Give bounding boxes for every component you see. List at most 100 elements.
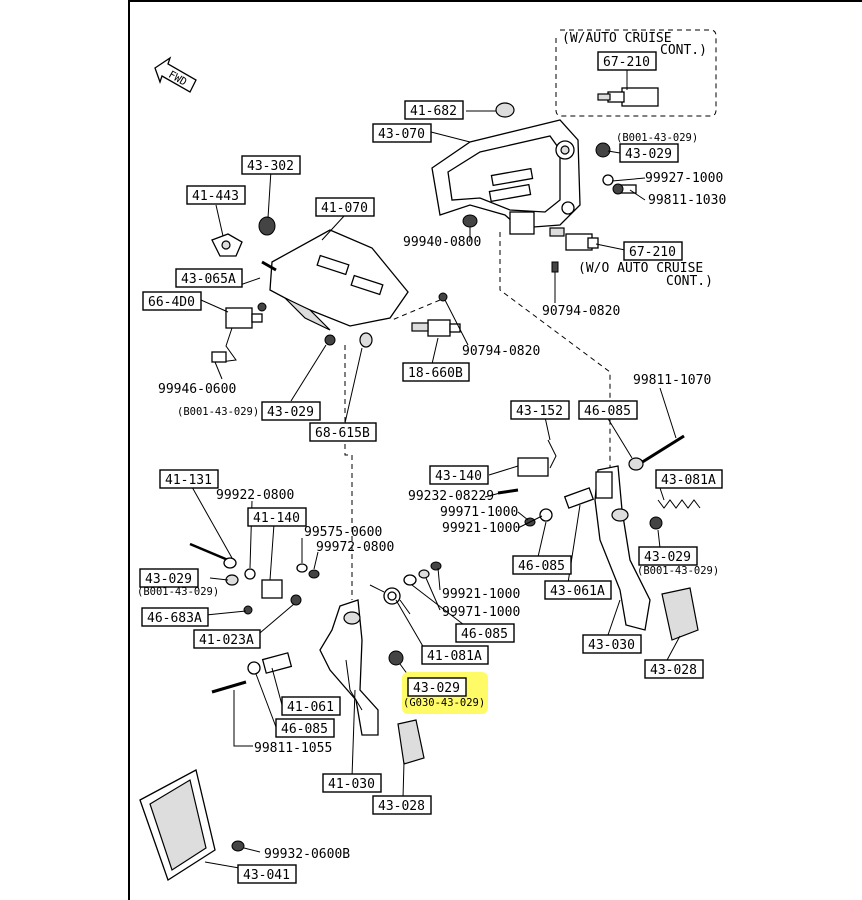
part-label-text: 41-682	[410, 104, 457, 119]
bolt-43-029-right-icon	[649, 516, 663, 530]
w-auto-cruise-note-2: CONT.)	[660, 43, 707, 58]
wo-auto-cruise-note: (W/O AUTO CRUISE	[578, 261, 703, 276]
part-label-text: 43-028	[650, 663, 697, 678]
ref-label-0: (B001-43-029)	[616, 132, 698, 144]
reference-labels: (B001-43-029)99927-100099811-103099940-0…	[137, 132, 726, 862]
accelerator-pedal-43-041	[139, 769, 245, 881]
bushing-41-061-icon	[211, 652, 293, 694]
part-label-41-682: 41-682	[404, 100, 464, 120]
part-label-43-029: 43-029	[619, 143, 679, 163]
part-label-41-070: 41-070	[315, 197, 375, 217]
part-label-text: 43-029	[267, 405, 314, 420]
part-label-43-041: 43-041	[237, 864, 297, 884]
ref-label-7: (B001-43-029)	[177, 406, 259, 418]
nut-41-682-icon	[495, 102, 515, 118]
part-label-text: 41-131	[165, 473, 212, 488]
part-label-18-660b: 18-660B	[402, 362, 470, 382]
ref-label-15: 99972-0800	[316, 540, 394, 555]
part-label-text: 43-041	[243, 868, 290, 883]
stop-switch-upper-icon	[549, 227, 599, 273]
part-label-text: 41-061	[287, 700, 334, 715]
part-label-text: 46-085	[584, 404, 631, 419]
ref-label-19: (G030-43-029)	[403, 697, 485, 709]
part-label-43-028: 43-028	[372, 795, 432, 815]
part-label-text: 41-081A	[427, 649, 482, 664]
pedal-pad-43-028-left-icon	[397, 719, 425, 765]
brake-pedal-43-030	[594, 465, 651, 631]
part-label-41-030: 41-030	[322, 773, 382, 793]
part-label-text: 43-081A	[661, 473, 716, 488]
leader-lines	[191, 70, 681, 873]
part-label-41-443: 41-443	[186, 185, 246, 205]
part-label-text: 43-029	[413, 681, 460, 696]
part-label-43-030: 43-030	[582, 634, 642, 654]
bushing-43-061a-icon	[497, 487, 595, 527]
spring-41-081a-icon	[369, 584, 411, 615]
ref-label-21: 99932-0600B	[264, 847, 350, 862]
ref-label-4: 90794-0820	[542, 304, 620, 319]
part-label-43-302: 43-302	[241, 155, 301, 175]
part-label-text: 46-085	[281, 722, 328, 737]
part-number-labels: 67-210 41-682 43-070 43-029 67-210 43-30241-4…	[139, 51, 723, 884]
ref-label-13: 99922-0800	[216, 488, 294, 503]
part-label-46-085: 46-085	[455, 623, 515, 643]
bracket-41-140-icon	[243, 579, 302, 615]
wo-auto-cruise-note-2: CONT.)	[666, 274, 713, 289]
spring-43-081a-icon	[657, 499, 701, 509]
clip-41-443-icon	[211, 233, 243, 257]
bolt-99811-1070-icon	[628, 434, 685, 471]
ref-label-2: 99811-1030	[648, 193, 726, 208]
part-label-text: 46-683A	[147, 611, 202, 626]
bushing-43-302-icon	[258, 216, 276, 236]
diagram-frame	[128, 0, 862, 900]
part-label-text: 67-210	[603, 55, 650, 70]
part-label-43-029: 43-029	[261, 401, 321, 421]
upper-bracket-43-070	[431, 119, 581, 235]
ref-label-18: 99971-1000	[442, 605, 520, 620]
part-label-43-061a: 43-061A	[544, 580, 612, 600]
part-label-66-4d0: 66-4D0	[142, 291, 202, 311]
part-label-text: 18-660B	[408, 366, 463, 381]
part-label-text: 43-061A	[550, 584, 605, 599]
part-label-text: 43-302	[247, 159, 294, 174]
part-label-text: 43-070	[378, 127, 425, 142]
washers-left-icon	[403, 561, 442, 586]
bolt-43-029-left-icon	[324, 292, 448, 348]
part-label-41-140: 41-140	[247, 507, 307, 527]
bolt-43-029-highlight-icon	[388, 650, 404, 666]
ref-label-10: 99971-1000	[440, 505, 518, 520]
part-label-43-029: 43-029	[638, 546, 698, 566]
part-label-text: 43-152	[516, 404, 563, 419]
part-label-43-028: 43-028	[644, 659, 704, 679]
switch-66-4d0-icon	[211, 302, 267, 363]
part-label-41-061: 41-061	[281, 696, 341, 716]
ref-label-3: 99940-0800	[403, 235, 481, 250]
part-label-text: 43-028	[378, 799, 425, 814]
part-label-43-029: 43-029	[139, 568, 199, 588]
part-label-41-131: 41-131	[159, 469, 219, 489]
cruise-switch-icon	[597, 87, 659, 107]
part-label-41-081a: 41-081A	[421, 645, 489, 665]
ref-label-17: 99921-1000	[442, 587, 520, 602]
part-label-text: 41-030	[328, 777, 375, 792]
ref-label-5: 90794-0820	[462, 344, 540, 359]
ref-label-12: (B001-43-029)	[637, 565, 719, 577]
nut-99940-icon	[462, 214, 478, 228]
dash-link-left	[344, 345, 353, 600]
part-label-43-070: 43-070	[372, 123, 432, 143]
ref-label-6: 99946-0600	[158, 382, 236, 397]
part-label-43-029: 43-029	[402, 672, 488, 714]
bracket-41-070	[261, 229, 409, 331]
part-label-text: 68-615B	[315, 426, 370, 441]
ref-label-16: (B001-43-029)	[137, 586, 219, 598]
part-label-46-085: 46-085	[578, 400, 638, 420]
part-label-text: 43-140	[435, 469, 482, 484]
part-label-text: 43-029	[145, 572, 192, 587]
part-label-text: 41-140	[253, 511, 300, 526]
part-label-43-065a: 43-065A	[175, 268, 243, 288]
part-label-41-023a: 41-023A	[193, 629, 261, 649]
ref-label-14: 99575-0600	[304, 525, 382, 540]
part-label-text: 43-030	[588, 638, 635, 653]
part-label-67-210: 67-210	[623, 241, 683, 261]
